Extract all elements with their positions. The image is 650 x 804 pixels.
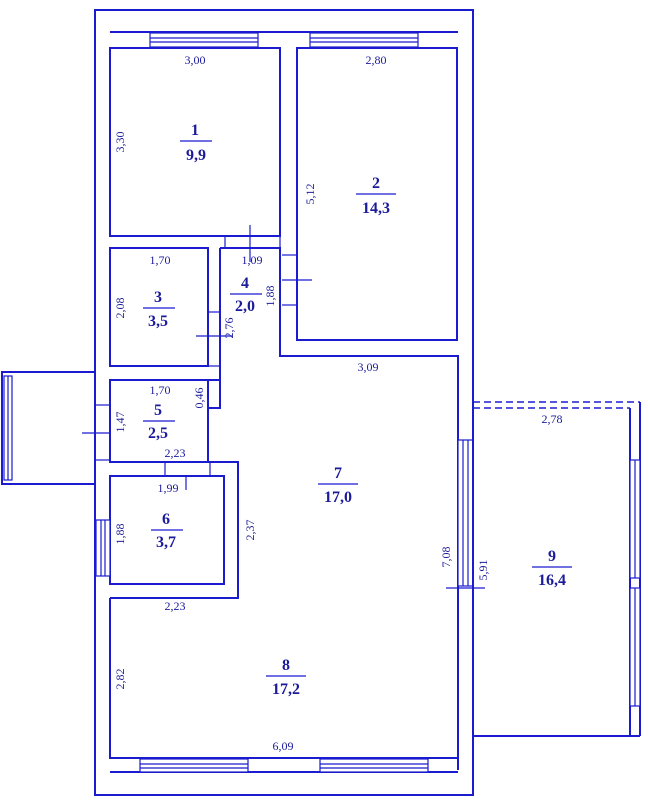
window-room-7-balcony [457,439,474,587]
dim-room-8-top: 2,23 [165,599,186,613]
svg-text:4: 4 [241,275,249,292]
room-label-2: 2 14,3 [356,175,396,217]
dim-room-3-width: 1,70 [150,253,171,267]
room-label-8: 8 17,2 [266,657,306,698]
svg-text:2,0: 2,0 [235,298,255,315]
svg-text:3,7: 3,7 [156,534,176,551]
dim-room-2-height: 5,12 [303,184,317,205]
svg-text:17,0: 17,0 [324,489,352,506]
room-label-1: 1 9,9 [180,122,212,164]
room-label-7: 7 17,0 [318,465,358,506]
svg-text:3,5: 3,5 [148,313,168,330]
room-8-walls [109,598,458,759]
dim-room-1-height: 3,30 [113,132,127,153]
room-label-6: 6 3,7 [151,511,183,551]
dim-room-9-width: 2,78 [542,412,563,426]
room-label-3: 3 3,5 [143,289,175,330]
svg-text:2,5: 2,5 [148,425,168,442]
dim-room-9-height: 5,91 [476,560,490,581]
window-room-6 [95,519,111,577]
room-6-outer-walls [110,461,239,599]
dim-corridor-height: 2,76 [222,318,236,339]
dim-room-4-height: 1,88 [263,286,277,307]
dim-door-room-1: 1,09 [242,253,263,267]
dim-room-5-width: 1,70 [150,383,171,397]
dim-room-1-width: 3,00 [185,53,206,67]
entrance-vestibule [1,371,96,485]
dim-room-5-height: 1,47 [113,412,127,433]
dim-room-2-width: 2,80 [366,53,387,67]
room-label-4: 4 2,0 [230,275,262,315]
dim-room-6-width: 1,99 [158,481,179,495]
door-frame-room-1 [224,235,281,249]
dim-room-3-height: 2,08 [113,298,127,319]
svg-text:9: 9 [548,548,556,565]
outer-wall [94,9,474,796]
svg-text:16,4: 16,4 [538,572,566,589]
dim-room-6-top: 2,23 [165,446,186,460]
room-1-walls [109,47,281,237]
svg-text:6: 6 [162,511,170,528]
window-top-left [149,32,259,48]
svg-text:17,2: 17,2 [272,681,300,698]
corridor-walls [220,247,459,770]
dim-room-6-height: 1,88 [113,524,127,545]
dim-corridor-width: 3,09 [358,360,379,374]
svg-text:1: 1 [191,122,199,139]
svg-text:8: 8 [282,657,290,674]
svg-text:2: 2 [372,175,380,192]
svg-text:7: 7 [334,465,342,482]
dim-room-7-height: 7,08 [439,547,453,568]
room-3-walls [109,247,209,367]
svg-text:3: 3 [154,289,162,306]
svg-text:9,9: 9,9 [186,147,206,164]
svg-text:14,3: 14,3 [362,200,390,217]
window-top-right [309,32,419,48]
window-bottom-left [139,758,249,773]
dim-room-8-width: 6,09 [273,739,294,753]
dim-room-8-height: 2,82 [113,669,127,690]
dim-room-6-right: 2,37 [243,520,257,541]
svg-text:5: 5 [154,402,162,419]
room-label-9: 9 16,4 [532,548,572,589]
dim-room-5-small: 0,46 [192,388,206,409]
window-bottom-right [319,758,429,773]
balcony-room-9 [472,401,641,737]
room-label-5: 5 2,5 [143,402,175,442]
